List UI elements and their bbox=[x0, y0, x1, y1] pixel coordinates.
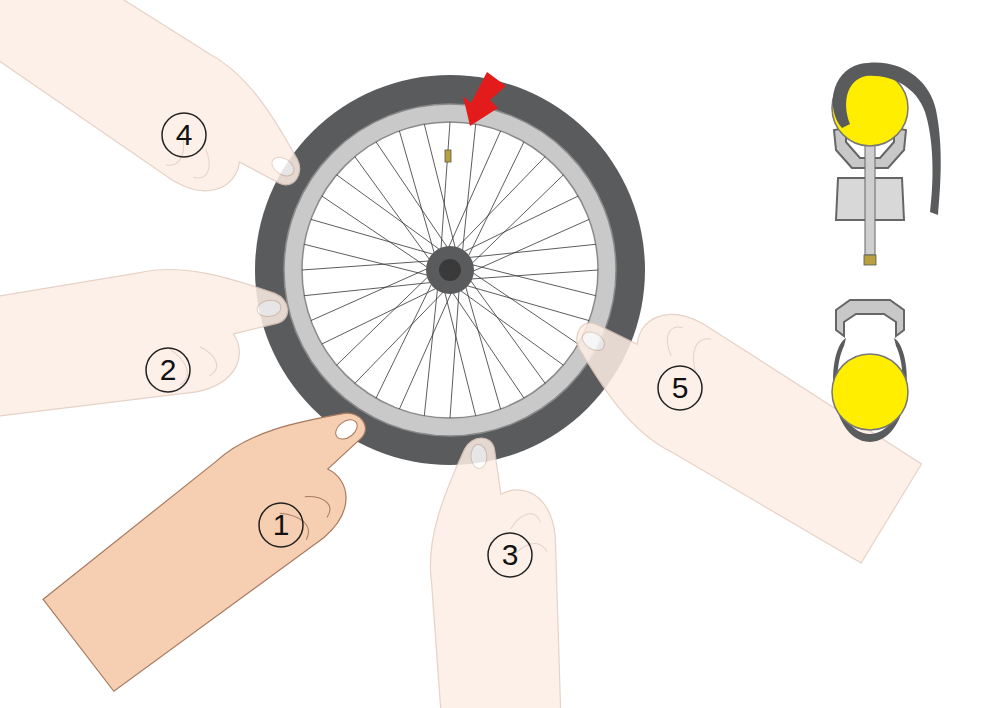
spoke bbox=[456, 287, 564, 365]
callout-number: 5 bbox=[672, 373, 689, 403]
callout-number: 1 bbox=[273, 510, 290, 540]
rim-inner bbox=[302, 122, 598, 418]
callout-circle: 4 bbox=[161, 112, 207, 158]
spoke bbox=[446, 131, 500, 252]
spoke bbox=[468, 270, 578, 344]
spoke bbox=[322, 196, 432, 270]
spoke bbox=[463, 244, 595, 258]
spoke bbox=[450, 288, 524, 398]
spoke bbox=[355, 157, 433, 265]
callout-circle: 5 bbox=[657, 365, 703, 411]
spoke bbox=[443, 287, 475, 416]
spoke bbox=[337, 175, 445, 253]
spoke bbox=[453, 157, 545, 253]
spoke bbox=[322, 286, 442, 344]
spoke bbox=[441, 122, 450, 255]
callout-number: 2 bbox=[160, 355, 177, 385]
spoke bbox=[376, 142, 450, 252]
hand bbox=[423, 434, 569, 708]
spoke bbox=[355, 288, 447, 384]
hand bbox=[550, 270, 925, 567]
callout-circle: 3 bbox=[487, 532, 533, 578]
red-arrow bbox=[463, 72, 506, 126]
spoke bbox=[462, 124, 476, 256]
cross-section-tire-off bbox=[832, 62, 941, 265]
spoke bbox=[459, 196, 579, 254]
valve bbox=[445, 150, 451, 162]
spoke bbox=[461, 284, 589, 321]
hands bbox=[0, 0, 925, 708]
spoke bbox=[450, 285, 459, 418]
spoke bbox=[465, 270, 598, 279]
spoke bbox=[311, 266, 432, 320]
callout-number: 4 bbox=[176, 120, 193, 150]
spoke bbox=[424, 283, 438, 415]
spoke bbox=[337, 273, 433, 365]
rim bbox=[284, 104, 616, 436]
spoke bbox=[376, 279, 434, 399]
hand bbox=[0, 0, 328, 237]
spoke bbox=[468, 219, 589, 273]
spoke bbox=[424, 124, 456, 253]
callout-circle: 1 bbox=[258, 502, 304, 548]
spoke bbox=[399, 288, 453, 409]
spoke bbox=[304, 282, 436, 296]
spokes bbox=[302, 122, 598, 418]
hub bbox=[426, 246, 474, 294]
spoke bbox=[467, 276, 545, 384]
cross-section-tire-on bbox=[832, 300, 908, 442]
hand bbox=[40, 375, 404, 696]
spoke bbox=[311, 219, 439, 256]
spoke bbox=[302, 261, 435, 270]
callout-number: 3 bbox=[502, 540, 519, 570]
hub-axle bbox=[439, 259, 461, 281]
callout-circle: 2 bbox=[145, 347, 191, 393]
tire bbox=[255, 75, 645, 465]
bicycle-wheel bbox=[255, 72, 645, 465]
spoke bbox=[468, 175, 564, 267]
spoke bbox=[466, 142, 524, 262]
hand bbox=[0, 252, 298, 430]
